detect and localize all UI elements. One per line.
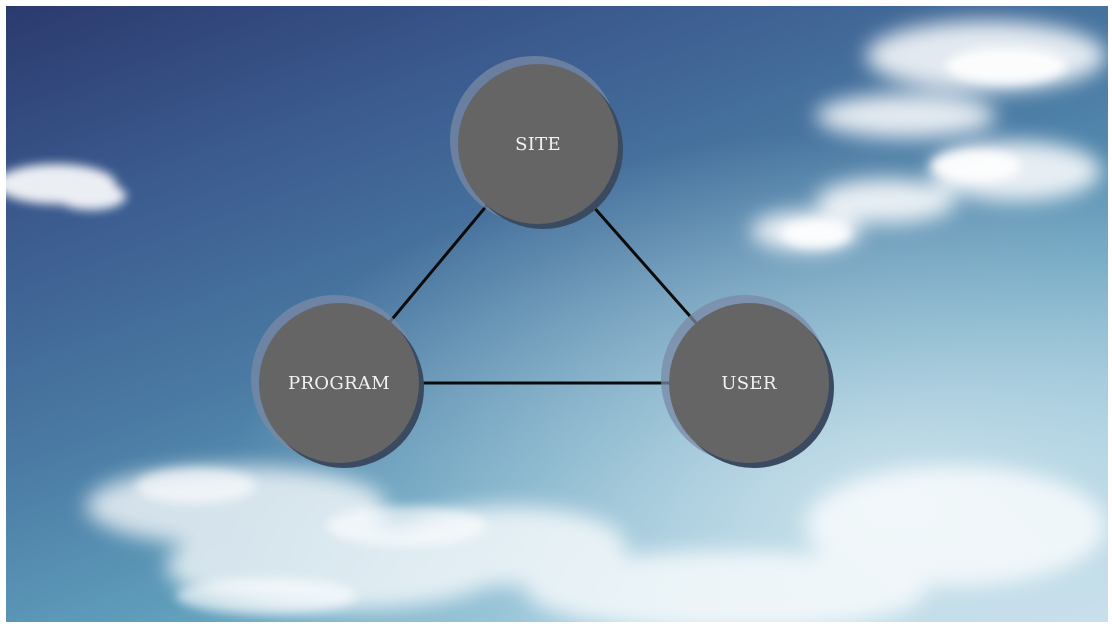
node-site: SITE	[450, 56, 623, 229]
node-program: PROGRAM	[251, 295, 424, 468]
node-program-label: PROGRAM	[288, 373, 390, 394]
node-site-circle	[458, 64, 618, 224]
node-program-circle	[259, 303, 419, 463]
triangle-diagram: SITE PROGRAM USER	[251, 56, 834, 468]
slide-canvas: SITE PROGRAM USER	[6, 6, 1108, 622]
cloud-left	[6, 164, 126, 210]
node-user-label: USER	[721, 373, 777, 394]
nodes-layer: SITE PROGRAM USER	[251, 56, 834, 468]
node-site-label: SITE	[515, 134, 561, 155]
node-user-circle	[669, 303, 829, 463]
node-user: USER	[661, 295, 834, 468]
